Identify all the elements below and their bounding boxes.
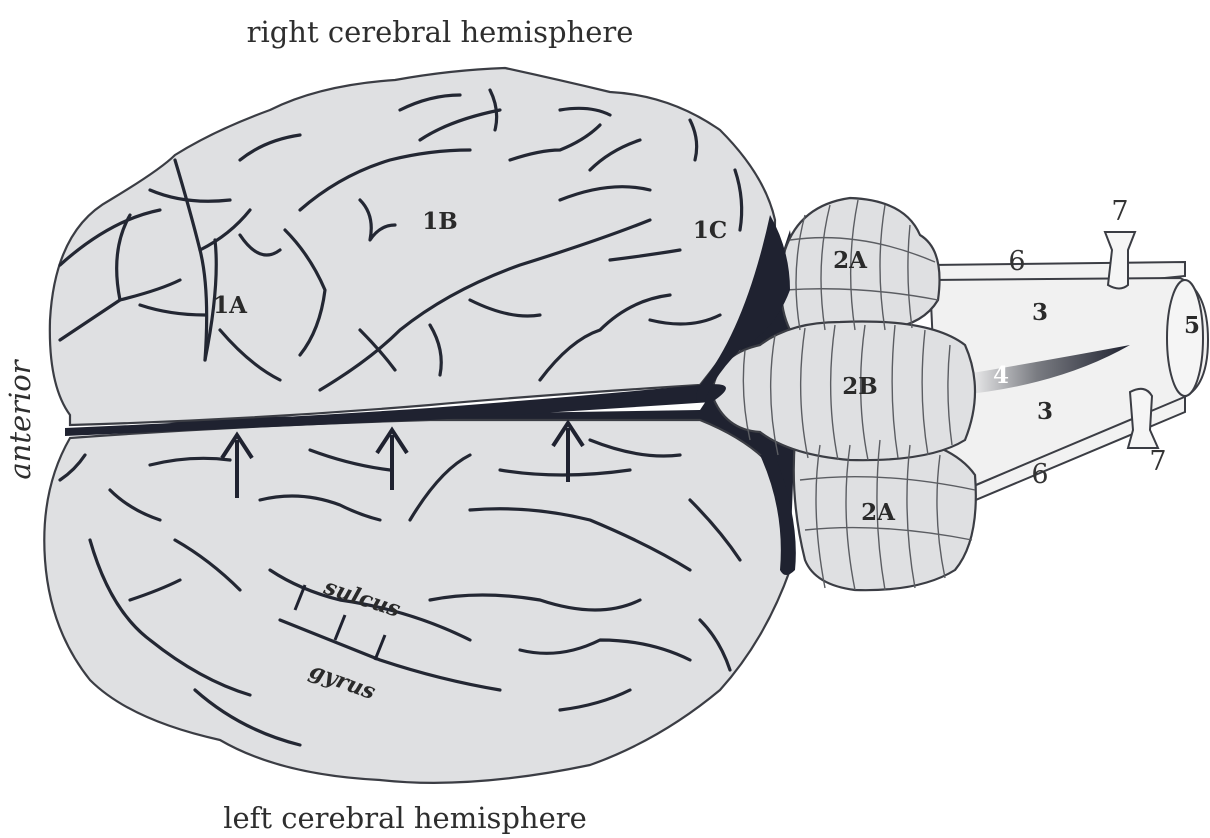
label-4: 4 (993, 362, 1009, 389)
label-1c: 1C (693, 217, 727, 244)
label-6-top: 6 (1008, 246, 1025, 277)
label-7-top: 7 (1111, 196, 1128, 227)
label-7-bottom: 7 (1149, 446, 1166, 477)
label-2a-bottom: 2A (861, 499, 896, 526)
label-5: 5 (1184, 312, 1200, 339)
left-cerebral-hemisphere (44, 420, 793, 783)
label-3-top: 3 (1032, 299, 1048, 326)
label-2b: 2B (842, 373, 877, 400)
label-6-bottom: 6 (1031, 459, 1048, 490)
label-2a-top: 2A (833, 247, 868, 274)
caption-left-hemisphere: left cerebral hemisphere (223, 801, 587, 835)
caption-right-hemisphere: right cerebral hemisphere (247, 15, 634, 49)
label-1b: 1B (422, 208, 457, 235)
caption-anterior: anterior (3, 358, 37, 479)
label-1a: 1A (213, 292, 248, 319)
label-3-bottom: 3 (1037, 398, 1053, 425)
right-cerebral-hemisphere (50, 68, 775, 425)
